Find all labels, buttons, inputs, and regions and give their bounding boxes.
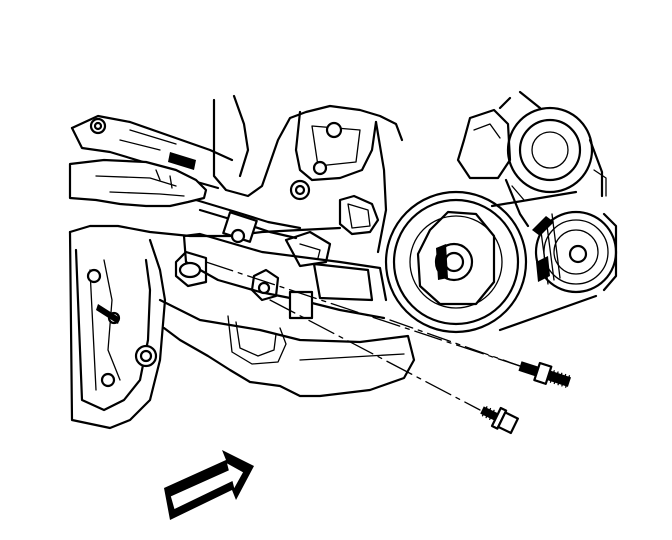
drive-belt	[490, 90, 598, 332]
wrench-extension	[194, 198, 302, 230]
accessory-pulley	[532, 210, 618, 294]
mount-bracket	[174, 230, 388, 320]
oil-pan	[158, 298, 416, 398]
stud	[96, 304, 120, 324]
flange-bolt	[480, 406, 519, 435]
engine-block	[68, 224, 342, 430]
block-bolt-head	[86, 268, 102, 284]
bracket-tab	[288, 290, 314, 320]
idler-pulley	[456, 106, 607, 198]
stud-bolt	[518, 361, 572, 388]
block-bolt-head	[100, 372, 116, 388]
cylinder-head	[212, 94, 404, 254]
bolt-axis-lines	[205, 261, 521, 411]
technician-hand	[68, 158, 302, 244]
crankshaft-balancer	[384, 190, 528, 334]
view-direction-arrow-icon	[164, 450, 254, 520]
